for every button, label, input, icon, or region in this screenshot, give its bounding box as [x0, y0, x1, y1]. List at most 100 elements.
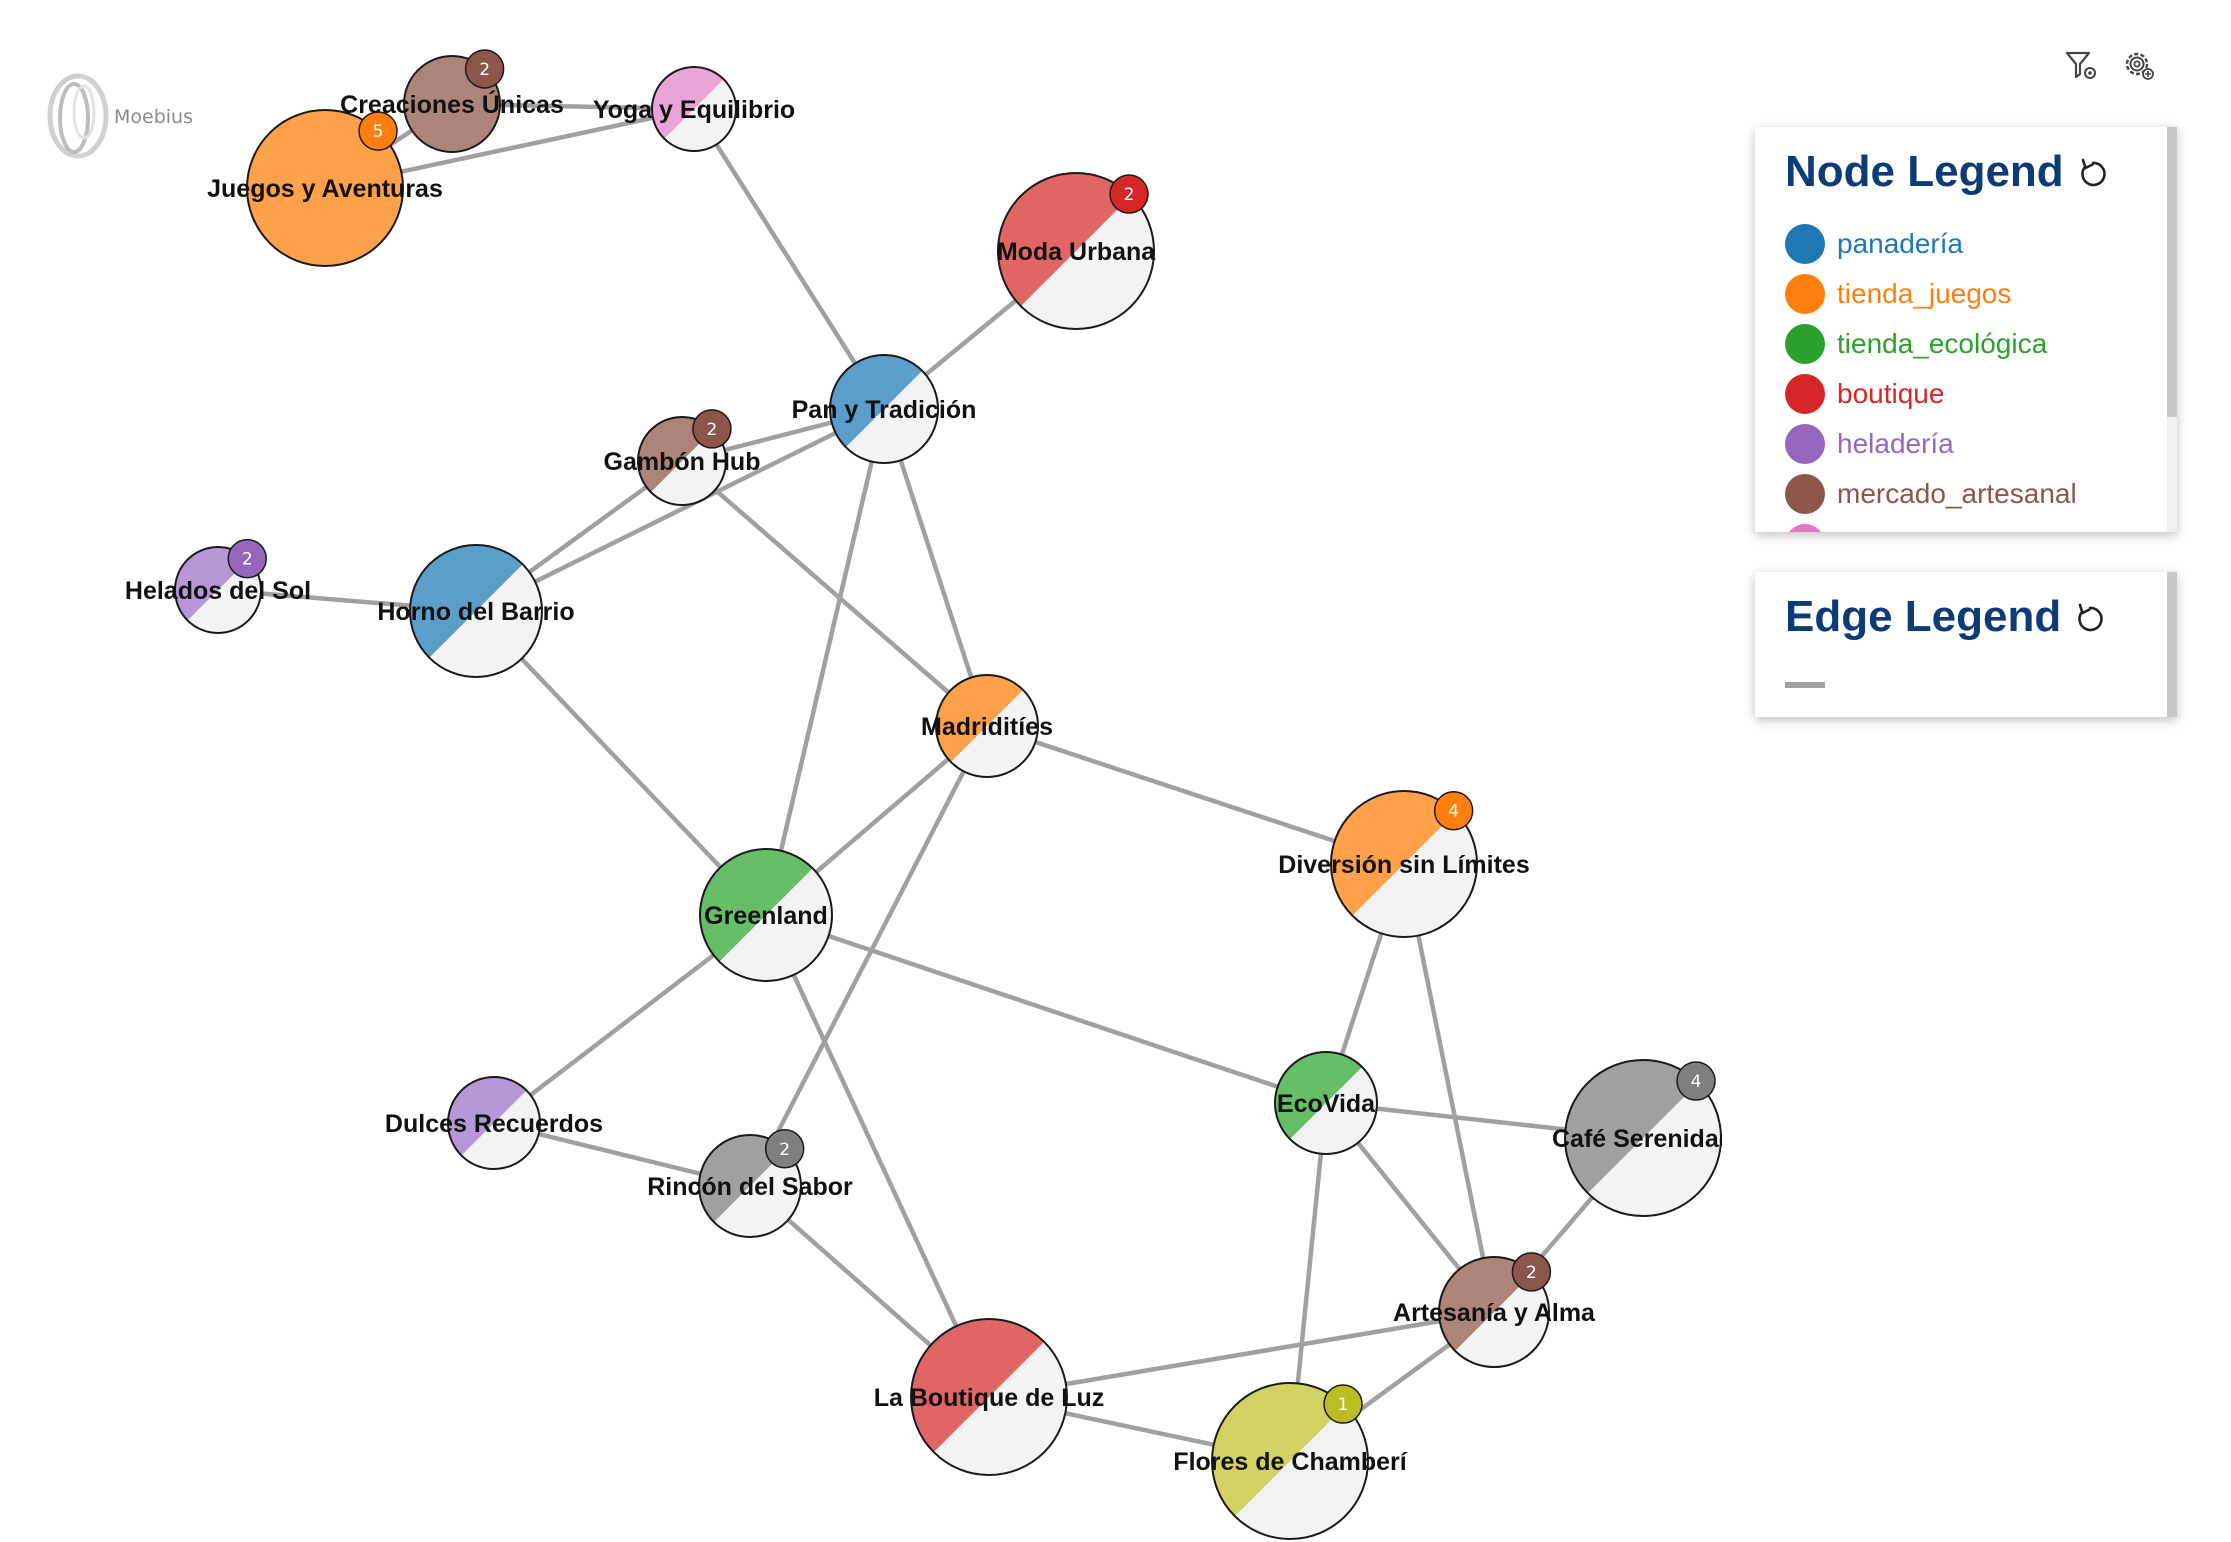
node-badge: [1109, 174, 1149, 214]
edge-legend-header: Edge Legend: [1785, 592, 2109, 642]
node-category-fill: [1439, 1257, 1533, 1351]
graph-edge[interactable]: [1401, 863, 1497, 1313]
legend-swatch: [1785, 424, 1825, 464]
node-label: Café Serenidad: [1552, 1125, 1734, 1153]
edge-legend-scrollbar[interactable]: [2167, 572, 2177, 717]
node-label: Pan y Tradición: [792, 396, 977, 424]
edge-legend-scroll-thumb[interactable]: [2167, 572, 2177, 717]
graph-node[interactable]: EcoVida: [1274, 1051, 1378, 1155]
node-outline: [910, 1318, 1068, 1476]
node-outline: [1330, 790, 1478, 938]
filter-settings-icon: [2065, 51, 2096, 79]
graph-edge[interactable]: [988, 1309, 1495, 1400]
node-badge: [1676, 1061, 1716, 1101]
node-legend-item[interactable]: boutique: [1785, 369, 2077, 419]
node-label: Creaciones Únicas: [340, 89, 564, 119]
edge-legend-line-sample[interactable]: [1785, 682, 1825, 688]
legend-label: heladería: [1837, 428, 1954, 459]
edges-layer: [217, 101, 1645, 1464]
graph-edge[interactable]: [881, 408, 990, 727]
node-badge-count: 2: [779, 1140, 790, 1160]
node-category-fill: [652, 67, 724, 139]
graph-edge[interactable]: [763, 408, 887, 916]
node-outline: [447, 1076, 541, 1170]
node-outline: [829, 354, 939, 464]
graph-edge[interactable]: [474, 609, 768, 917]
node-category-fill: [700, 849, 813, 962]
node-outline: [1274, 1051, 1378, 1155]
legend-label: tienda_ecológica: [1837, 328, 2048, 359]
graph-edge[interactable]: [763, 914, 992, 1398]
legend-swatch: [1785, 374, 1825, 414]
node-badge: [358, 111, 398, 151]
node-legend-item[interactable]: heladería: [1785, 419, 2077, 469]
legend-swatch: [1785, 224, 1825, 264]
node-legend-header: Node Legend: [1785, 147, 2112, 197]
node-label: Flores de Chamberí: [1173, 1448, 1407, 1476]
node-badge-count: 5: [373, 122, 384, 142]
graph-edge[interactable]: [680, 459, 989, 728]
node-outline: [174, 546, 262, 634]
graph-edge[interactable]: [765, 912, 1327, 1106]
node-label: Juegos y Aventuras: [207, 175, 443, 203]
node-legend-item[interactable]: tienda_ecológica: [1785, 319, 2077, 369]
graph-edge[interactable]: [475, 406, 885, 614]
node-outline: [1438, 1256, 1550, 1368]
graph-node[interactable]: Horno del Barrio: [377, 544, 575, 678]
node-category-fill: [830, 355, 923, 448]
graph-edge[interactable]: [747, 724, 990, 1188]
edge-legend-title: Edge Legend: [1785, 592, 2062, 641]
node-badge-count: 2: [1526, 1263, 1537, 1283]
node-badge: [1323, 1384, 1363, 1424]
node-outline: [403, 55, 501, 153]
node-label: Horno del Barrio: [377, 598, 574, 626]
legend-swatch: [1785, 474, 1825, 514]
reset-icon[interactable]: [2071, 600, 2109, 638]
node-legend-item[interactable]: tienda_juegos: [1785, 269, 2077, 319]
node-outline: [935, 674, 1039, 778]
node-legend-item[interactable]: [1785, 519, 2077, 532]
legend-label: tienda_juegos: [1837, 278, 2012, 309]
node-label: La Boutique de Luz: [874, 1384, 1105, 1412]
node-outline: [1211, 1382, 1369, 1540]
graph-node[interactable]: Pan y Tradición: [792, 354, 977, 464]
graph-node[interactable]: Yoga y Equilibrio: [593, 66, 795, 152]
node-badge: [1433, 790, 1474, 831]
gear-settings-icon: [2125, 52, 2154, 80]
node-legend-item[interactable]: panadería: [1785, 219, 2077, 269]
graph-edge[interactable]: [692, 107, 886, 411]
node-badge-count: 1: [1338, 1395, 1349, 1415]
graph-node[interactable]: Greenland: [699, 848, 833, 982]
graph-node[interactable]: Dulces Recuerdos: [385, 1076, 603, 1170]
graph-node[interactable]: La Boutique de Luz: [874, 1318, 1105, 1476]
node-label: Diversión sin Límites: [1278, 851, 1529, 879]
legend-label: panadería: [1837, 228, 1964, 259]
node-legend-scroll-thumb[interactable]: [2167, 127, 2177, 417]
settings-button[interactable]: [2118, 44, 2160, 86]
node-legend-item[interactable]: mercado_artesanal: [1785, 469, 2077, 519]
node-badge: [1511, 1252, 1552, 1292]
filter-settings-button[interactable]: [2060, 44, 2102, 86]
legend-swatch: [1785, 524, 1825, 532]
node-legend-scrollbar[interactable]: [2167, 127, 2177, 532]
node-badge: [692, 409, 732, 449]
node-badge-count: 2: [1124, 185, 1135, 205]
node-outline: [1564, 1059, 1722, 1217]
node-label: Greenland: [704, 902, 828, 930]
graph-node[interactable]: Madriditíes: [921, 674, 1053, 778]
reset-icon[interactable]: [2074, 155, 2112, 193]
node-label: Gambón Hub: [604, 448, 761, 476]
